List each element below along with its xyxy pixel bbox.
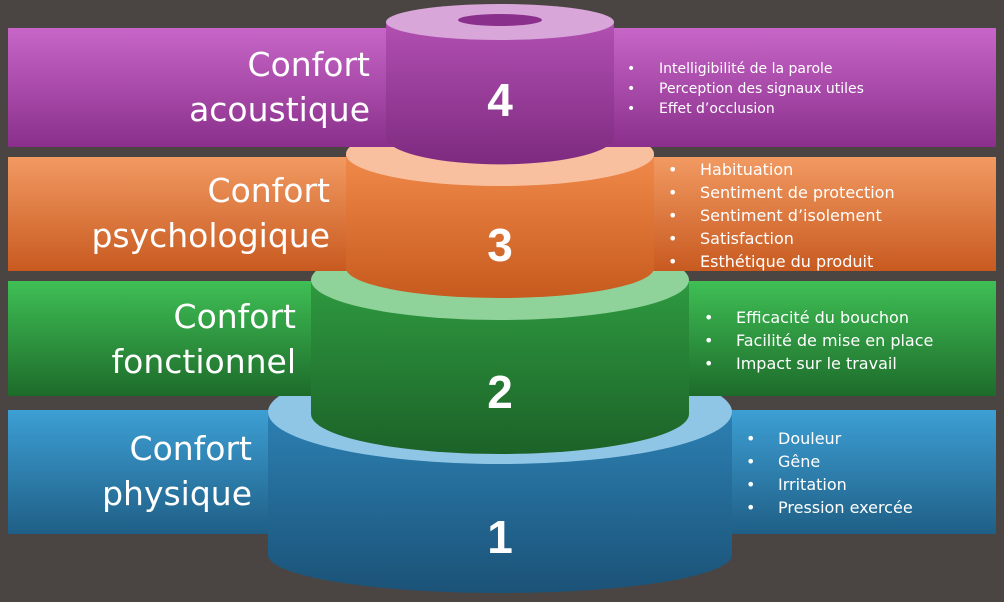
- list-item: Pression exercée: [746, 496, 913, 519]
- level-4-number: 4: [487, 74, 513, 126]
- level-4-hole: [458, 14, 542, 26]
- list-item: Esthétique du produit: [668, 250, 895, 273]
- list-item: Sentiment de protection: [668, 181, 895, 204]
- level-3-title-line1: Confort: [207, 171, 330, 210]
- level-4-cylinder: [386, 22, 614, 165]
- level-2-title: Confort fonctionnel: [40, 294, 296, 384]
- level-2-title-line1: Confort: [173, 297, 296, 336]
- level-1-title: Confort physique: [40, 426, 252, 516]
- list-item: Satisfaction: [668, 227, 895, 250]
- level-1-title-line1: Confort: [129, 429, 252, 468]
- list-item: Habituation: [668, 158, 895, 181]
- level-1-items: Douleur Gêne Irritation Pression exercée: [746, 427, 913, 519]
- level-3-number: 3: [487, 219, 513, 271]
- level-4-title: Confort acoustique: [100, 42, 370, 132]
- list-item: Sentiment d’isolement: [668, 204, 895, 227]
- list-item: Irritation: [746, 473, 913, 496]
- level-4-title-line2: acoustique: [189, 90, 370, 129]
- list-item: Intelligibilité de la parole: [627, 59, 864, 79]
- level-2-title-line2: fonctionnel: [111, 342, 296, 381]
- level-3-title: Confort psychologique: [40, 168, 330, 258]
- level-2-items: Efficacité du bouchon Facilité de mise e…: [704, 306, 933, 375]
- level-1-title-line2: physique: [102, 474, 252, 513]
- level-3-items: Habituation Sentiment de protection Sent…: [668, 158, 895, 273]
- list-item: Impact sur le travail: [704, 352, 933, 375]
- list-item: Facilité de mise en place: [704, 329, 933, 352]
- list-item: Effet d’occlusion: [627, 99, 864, 119]
- list-item: Douleur: [746, 427, 913, 450]
- level-4-items: Intelligibilité de la parole Perception …: [627, 59, 864, 119]
- level-2-number: 2: [487, 366, 513, 418]
- list-item: Gêne: [746, 450, 913, 473]
- list-item: Perception des signaux utiles: [627, 79, 864, 99]
- level-2-cylinder: [311, 280, 689, 454]
- level-3-title-line2: psychologique: [91, 216, 330, 255]
- level-4-title-line1: Confort: [247, 45, 370, 84]
- level-1-number: 1: [487, 511, 513, 563]
- level-1-cylinder: [268, 412, 732, 593]
- level-3-cylinder: [346, 154, 654, 298]
- list-item: Efficacité du bouchon: [704, 306, 933, 329]
